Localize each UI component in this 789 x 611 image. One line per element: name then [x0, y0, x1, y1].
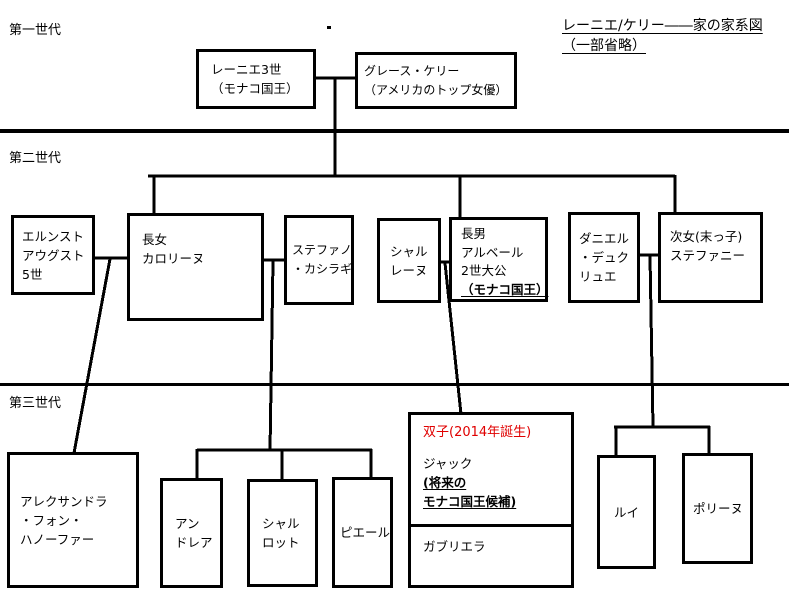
person-name-line: ジャック: [423, 456, 473, 471]
person-box-louis: ルイ: [597, 455, 656, 569]
person-name-line: アレクサンドラ: [20, 493, 108, 509]
generation-label-3: 第三世代: [9, 396, 62, 411]
person-name-line: ・フォン・: [20, 512, 83, 528]
twins-upper-cell: 双子(2014年誕生) ジャック (将来の モナコ国王候補): [411, 415, 571, 524]
person-name-line: アルベール: [461, 244, 524, 260]
person-name-line: （モナコ国王）: [211, 81, 299, 96]
person-name-line: 次女(末っ子): [670, 229, 743, 244]
person-name-line: レーヌ: [390, 262, 428, 278]
person-name-gabriella: ガブリエラ: [423, 539, 486, 554]
twins-note: 双子(2014年誕生): [423, 425, 532, 440]
person-box-charlene: シャル レーヌ: [377, 218, 441, 303]
stray-dot-mark: [327, 26, 331, 29]
person-name-line: カロリーヌ: [142, 251, 205, 266]
line-drop-ducruet-children: [648, 255, 655, 428]
person-name-jacques: ジャック (将来の モナコ国王候補): [423, 454, 571, 511]
generation-divider-1: [0, 129, 789, 133]
person-box-caroline: 長女 カロリーヌ: [127, 213, 264, 321]
person-box-albert: 長男 アルベール 2世大公 （モナコ国王）: [449, 217, 549, 302]
twins-lower-cell: ガブリエラ: [411, 524, 571, 585]
person-box-twins: 双子(2014年誕生) ジャック (将来の モナコ国王候補) ガブリエラ: [408, 412, 574, 588]
person-name-line: 長女: [142, 232, 168, 247]
person-box-stephanie: 次女(末っ子) ステファニー: [658, 212, 763, 303]
person-name-line: レーニエ3世: [211, 62, 282, 77]
person-box-charlotte: シャル ロット: [247, 479, 318, 587]
person-name-line: シャル: [262, 516, 300, 531]
person-name-line: ステファニー: [670, 248, 746, 263]
person-name-line: エルンスト: [22, 228, 85, 244]
person-box-daniel-ducruet: ダニエル ・デュク リュエ: [568, 212, 640, 303]
diagram-title-line: レーニエ/ケリー――家の家系図: [562, 18, 763, 34]
person-name-line: 5世: [22, 266, 43, 282]
person-box-grace: グレース・ケリー （アメリカのトップ女優）: [355, 52, 517, 109]
person-box-pierre: ピエール: [332, 477, 393, 588]
person-name-line: （アメリカのトップ女優）: [364, 82, 508, 97]
person-name-line: ルイ: [614, 504, 640, 520]
person-name-line: 長男: [461, 226, 487, 241]
person-name-line: 2世大公: [461, 263, 507, 278]
person-name-line: （モナコ国王）: [461, 281, 549, 297]
person-name-line: アン: [175, 516, 200, 531]
diagram-title-line: （一部省略）: [562, 38, 646, 54]
person-name-line: ロット: [262, 535, 300, 550]
person-box-ernst-august: エルンスト アウグスト 5世: [11, 215, 95, 295]
person-name-line: ダニエル: [579, 231, 630, 246]
person-name-line: ・デュク: [579, 250, 630, 265]
person-name-line: シャル: [390, 243, 428, 259]
person-name-line: モナコ国王候補): [423, 494, 517, 509]
diagram-title: レーニエ/ケリー――家の家系図 （一部省略）: [562, 16, 763, 56]
person-name-line: ポリーヌ: [693, 501, 744, 516]
person-name-line: ピエール: [340, 525, 391, 540]
generation-divider-2: [0, 383, 789, 386]
person-name-line: グレース・ケリー: [364, 63, 460, 78]
person-name-line: ステファノ: [292, 243, 353, 257]
line-drop-casiraghi-children: [268, 260, 275, 452]
person-box-stefano: ステファノ ・カシラギ: [284, 215, 354, 305]
person-name-line: (将来の: [423, 475, 467, 490]
person-name-line: リュエ: [579, 269, 617, 284]
person-box-alexandra: アレクサンドラ ・フォン・ ハノーファー: [7, 452, 139, 588]
person-box-rainier: レーニエ3世 （モナコ国王）: [196, 49, 316, 109]
generation-label-2: 第二世代: [9, 151, 62, 166]
person-box-pauline: ポリーヌ: [682, 453, 753, 564]
person-name-line: ・カシラギ: [292, 262, 353, 276]
person-name-line: アウグスト: [22, 247, 85, 263]
person-name-line: ハノーファー: [20, 531, 95, 547]
person-name-line: ドレア: [175, 535, 213, 550]
person-box-andrea: アン ドレア: [160, 478, 223, 588]
generation-label-1: 第一世代: [9, 23, 62, 38]
